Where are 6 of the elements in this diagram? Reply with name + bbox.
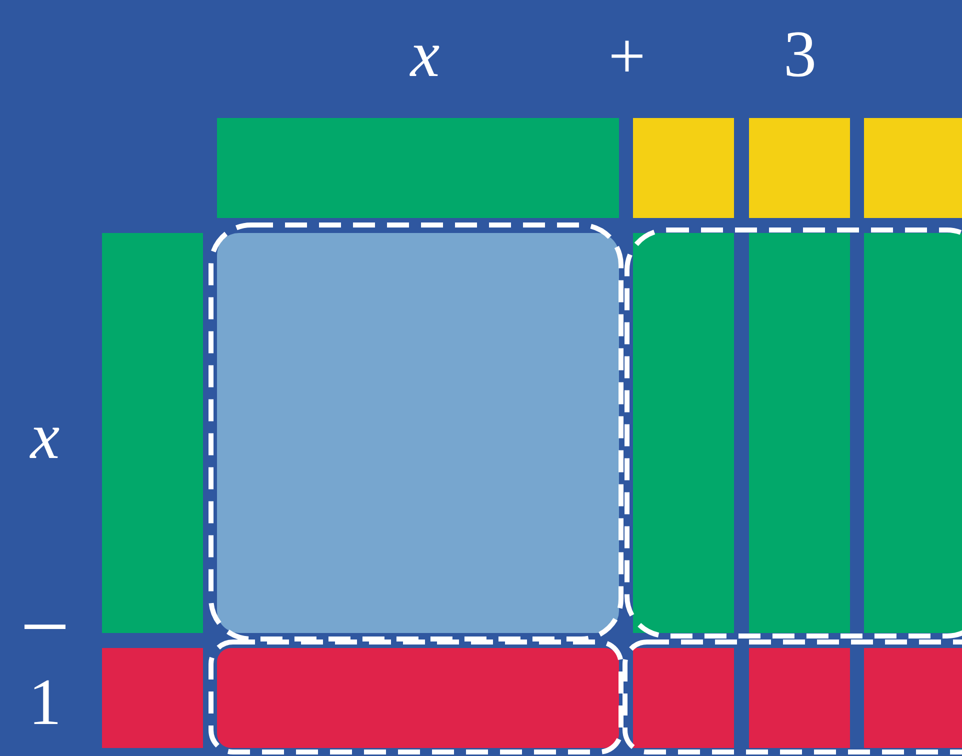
variable-label: x <box>410 22 440 88</box>
minus-sign: − <box>20 584 70 672</box>
plus-sign: + <box>608 24 646 90</box>
number-label: 1 <box>28 670 62 736</box>
variable-label: x <box>30 404 60 470</box>
number-label: 3 <box>784 22 816 88</box>
